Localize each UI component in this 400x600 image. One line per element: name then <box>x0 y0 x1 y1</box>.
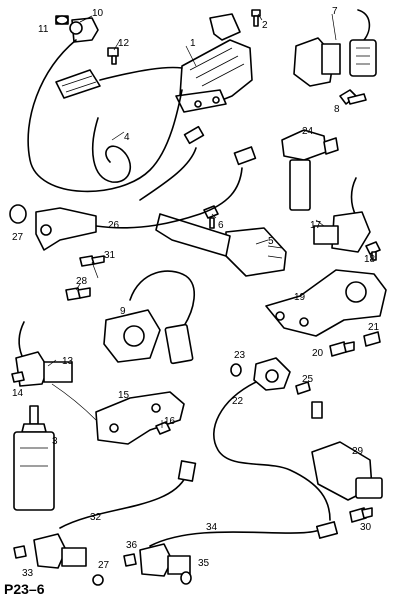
callout-4: 4 <box>124 132 130 143</box>
part-3-sealant-bottle <box>13 405 55 511</box>
part-1-sensor-housing <box>175 13 253 113</box>
callout-9: 9 <box>120 306 126 317</box>
callout-15: 15 <box>118 390 130 401</box>
callout-2: 2 <box>262 20 268 31</box>
callout-35: 35 <box>198 558 210 569</box>
callout-32: 32 <box>90 512 102 523</box>
callout-13: 13 <box>62 356 74 367</box>
part-25-bolt <box>295 381 311 395</box>
wire-connector-mid <box>139 125 205 201</box>
part-6-screw <box>203 205 219 229</box>
callout-28: 28 <box>76 276 88 287</box>
callout-23: 23 <box>234 350 246 361</box>
part-30-bolt <box>349 507 373 523</box>
part-8-bolt <box>339 89 367 105</box>
callout-16: 16 <box>164 416 176 427</box>
callout-31: 31 <box>104 250 116 261</box>
callout-25: 25 <box>302 374 314 385</box>
callout-1: 1 <box>190 38 196 49</box>
callout-17: 17 <box>310 220 322 231</box>
part-36-bolt <box>123 553 137 567</box>
part-29-sensor <box>311 441 383 501</box>
part-7-sensor <box>293 9 377 87</box>
callout-12: 12 <box>118 38 130 49</box>
callout-11: 11 <box>38 24 49 35</box>
part-33-bolt <box>13 545 27 559</box>
sensor-plug-22 <box>311 401 323 419</box>
leader-lines <box>47 13 373 428</box>
part-27-o-ring <box>9 204 27 224</box>
callout-7: 7 <box>332 6 338 17</box>
callout-labels: 1 2 3 4 5 6 7 8 9 10 11 12 13 14 15 16 1… <box>12 6 380 579</box>
part-32-sensor <box>33 460 197 569</box>
part-31-bolt <box>79 255 105 267</box>
callout-3: 3 <box>52 436 58 447</box>
callout-14: 14 <box>12 388 24 399</box>
part-15-bracket <box>95 391 185 445</box>
callout-33: 33 <box>22 568 34 579</box>
callout-8: 8 <box>334 104 340 115</box>
part-13-sensor <box>15 321 73 387</box>
part-18-bolt <box>365 241 381 261</box>
callout-22: 22 <box>232 396 244 407</box>
guide-arrow-13 <box>51 383 97 421</box>
part-5-sensor-module <box>155 213 287 277</box>
part-34-sensor <box>139 521 339 577</box>
callout-27: 27 <box>12 232 24 243</box>
connector-cable <box>99 66 183 81</box>
part-14-bolt <box>11 371 25 383</box>
callout-36: 36 <box>126 540 138 551</box>
part-28-bolt <box>65 287 91 301</box>
multiplug-connector <box>55 69 101 99</box>
callout-18: 18 <box>364 254 376 265</box>
part-37-o-ring <box>92 574 104 586</box>
callout-30: 30 <box>360 522 372 533</box>
sensor-cable-26 <box>95 167 243 229</box>
part-16-bolt <box>155 421 171 435</box>
part-23-o-ring <box>230 363 242 377</box>
part-11-seal-ring <box>55 15 69 25</box>
part-24-sensor <box>281 129 339 211</box>
callout-6: 6 <box>218 220 224 231</box>
part-26-sensor <box>35 207 97 251</box>
sensor-cable-10 <box>27 39 183 193</box>
part-4-cable-tie <box>92 117 132 183</box>
part-21-bolt <box>363 331 381 347</box>
cable-plug-26 <box>233 146 257 166</box>
callout-5: 5 <box>268 236 274 247</box>
figure-reference: P23–6 <box>4 581 45 597</box>
callout-26: 26 <box>108 220 120 231</box>
part-9-sensor <box>103 270 195 365</box>
callout-29: 29 <box>352 446 364 457</box>
part-2-bolt <box>251 9 261 27</box>
callout-21: 21 <box>368 322 380 333</box>
part-19-bracket <box>265 269 387 337</box>
callout-19: 19 <box>294 292 306 303</box>
part-20-bolt <box>329 341 355 357</box>
callout-34: 34 <box>206 522 218 533</box>
callout-27-bottom: 27 <box>98 560 110 571</box>
part-35-o-ring <box>180 571 192 585</box>
part-22-sensor <box>213 357 331 521</box>
callout-20: 20 <box>312 348 324 359</box>
callout-24: 24 <box>302 126 314 137</box>
part-12-bolt <box>107 47 119 65</box>
part-17-sensor <box>313 177 371 253</box>
callout-10: 10 <box>92 8 104 19</box>
